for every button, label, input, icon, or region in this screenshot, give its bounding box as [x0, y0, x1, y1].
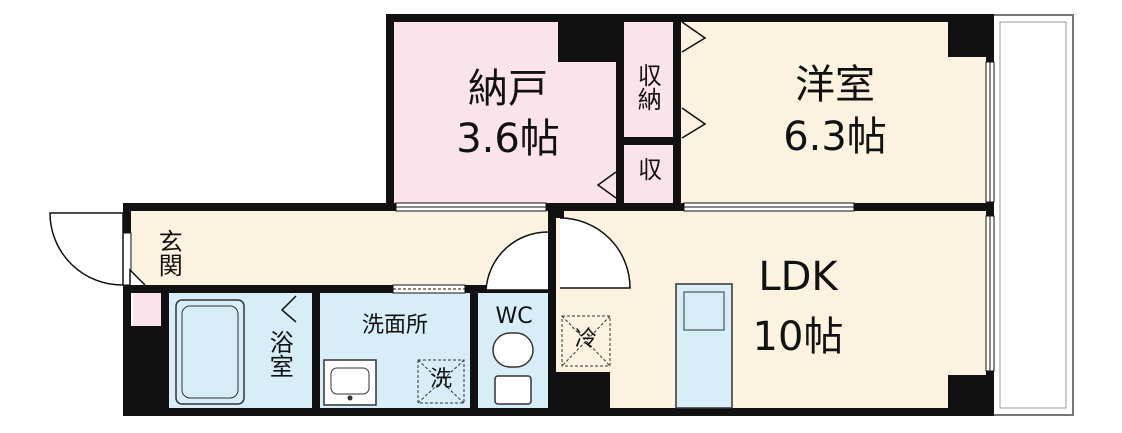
western-room-size: 6.3帖 — [783, 114, 887, 160]
washer-label: 洗 — [429, 367, 452, 392]
toilet-label: WC — [495, 304, 533, 329]
hallway-fill — [128, 210, 550, 290]
western-room-fill — [680, 20, 992, 205]
ldk-size: 10帖 — [752, 314, 844, 360]
toilet-fixture — [492, 332, 534, 405]
western-room-name: 洋室 — [795, 62, 875, 108]
washer-space — [417, 359, 465, 404]
closet-fill — [623, 20, 680, 205]
balcony — [992, 14, 1074, 416]
bathroom-label: 浴室 — [265, 330, 294, 378]
ldk-name: LDK — [758, 254, 838, 300]
kitchen-counter — [675, 283, 733, 409]
entrance-label: 玄関 — [154, 229, 183, 277]
door-swings — [49, 21, 707, 323]
closet-small-label: 収 — [638, 156, 662, 184]
wash-basin — [323, 359, 377, 406]
storage-room-size: 3.6帖 — [456, 116, 560, 162]
walls — [123, 14, 994, 416]
storage-room-name: 納戸 — [468, 66, 548, 112]
fridge-space — [561, 315, 611, 367]
fridge-label: 冷 — [574, 327, 597, 352]
closet-large-label: 収納 — [633, 63, 662, 111]
entrance-shoe-box — [133, 290, 161, 328]
openings — [122, 61, 995, 372]
washroom-label: 洗面所 — [361, 313, 428, 338]
ldk-fill — [555, 210, 992, 410]
bathtub — [175, 299, 245, 405]
